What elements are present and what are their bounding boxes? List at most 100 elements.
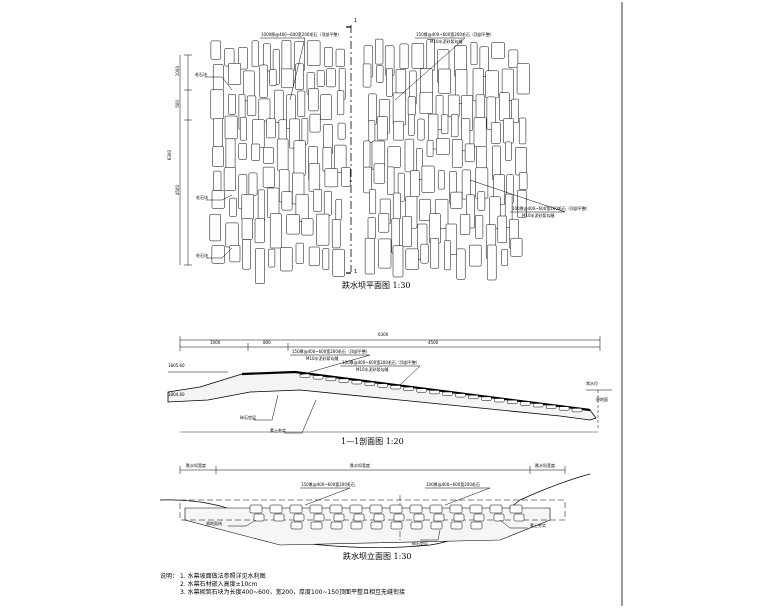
plan-stone [213,170,222,191]
plan-stone [410,170,420,197]
plan-stone [266,118,276,139]
plan-stone [254,218,265,244]
plan-stone [229,197,237,217]
elevation-leader-line [300,487,351,506]
section-stone [545,404,557,409]
plan-stone [451,139,463,168]
plan-stone [211,190,225,209]
section-dim-total: 6300 [378,332,389,337]
plan-stone [375,38,384,65]
plan-stone [508,49,519,68]
elevation-leader-line [425,487,491,506]
elevation-stone [313,513,325,522]
plan-stone [301,218,314,236]
plan-stone [211,245,225,264]
plan-stone [324,168,339,188]
dam-section-stone-cap [241,370,591,412]
plan-stone [367,217,376,239]
elevation-callout: 100厚@400~600宽200毛石 [426,482,480,487]
section-stone [416,388,427,393]
plan-stone [485,70,499,99]
plan-stone [239,116,247,141]
plan-stone [331,219,341,249]
section-stone [571,408,583,413]
plan-stone [393,120,404,141]
elevation-stone [350,521,363,530]
plan-stone [324,47,333,67]
plan-stone [518,117,527,145]
plan-stone [430,238,440,269]
plan-stone [515,147,527,176]
plan-stone-label: 毛石块 [196,253,208,258]
plan-stone [316,70,325,87]
section-mark-bottom: 1 [354,269,358,275]
elevation-stone [289,504,303,514]
elevation-stone [309,504,323,514]
section-stone [351,380,363,385]
elevation-stone [470,521,483,530]
section-stone [468,395,479,400]
section-leader-line [290,354,371,376]
section-leader-line [340,365,421,386]
plan-stone [313,189,323,212]
plan-stone [268,248,276,268]
plan-stone [276,138,289,171]
plan-stone [464,143,475,163]
plan-stone [251,143,261,161]
section-stone [364,381,376,386]
section-stone [481,396,492,401]
plan-stone [444,240,451,271]
plan-stone [293,140,306,176]
section-dim-value: 800 [263,340,271,345]
section-marker: 常水位 [586,381,598,386]
plan-stone [510,237,523,257]
elevation-stone [449,504,463,514]
plan-stone [210,40,222,60]
plan-stone [306,40,321,66]
section-stone [377,383,388,388]
elevation-view [159,466,591,548]
plan-stone [295,242,304,264]
dam-elevation-body [184,507,551,546]
elevation-stone [509,504,523,514]
plan-stone [516,63,530,95]
plan-stone [238,143,247,160]
section-callout: M10水泥砂浆勾缝 [306,356,339,361]
elevation-dim-label: 跌水坝宽度 [186,463,206,468]
section-view [167,336,612,434]
section-mark-top: 1 [354,18,358,24]
section-stone [494,398,505,403]
section-title: 1—1剖面图 1:20 [341,437,404,446]
plan-stone [450,191,463,209]
elevation-stone [249,504,263,514]
section-leader-line [254,394,279,421]
plan-stone [322,248,330,270]
plan-stone [316,213,330,246]
plan-stone [441,114,449,134]
elevation-stone [489,504,503,514]
plan-stone [417,118,425,141]
section-stone [299,373,311,378]
plan-stone [473,117,487,147]
elevation-marker: 碎石垫层 [412,541,428,546]
plan-dim-value: 1000 [175,66,180,77]
plan-stone [257,189,266,221]
plan-callout: 150厚@400~600宽200毛石（顶部平整） [416,32,494,37]
plan-callout: M10水泥砂浆勾缝 [522,213,555,218]
plan-stone [517,189,527,218]
plan-stone [392,92,406,126]
plan-stone [259,64,268,98]
elevation-value: 1804.60 [168,392,185,397]
note-item: 2. 水幕石材嵌入高度±10cm [180,581,258,588]
plan-stone [332,248,345,277]
plan-stone [322,147,333,172]
plan-stone [225,138,236,171]
plan-stone [421,165,435,193]
plan-callout: M10水泥砂浆勾缝 [430,39,463,44]
elevation-stone [253,513,265,522]
section-marker: 原地面 [596,397,608,402]
section-marker: 素土夯实 [270,428,286,433]
plan-stone [336,90,345,116]
section-stone [519,401,531,406]
elevation-stone [329,504,343,514]
